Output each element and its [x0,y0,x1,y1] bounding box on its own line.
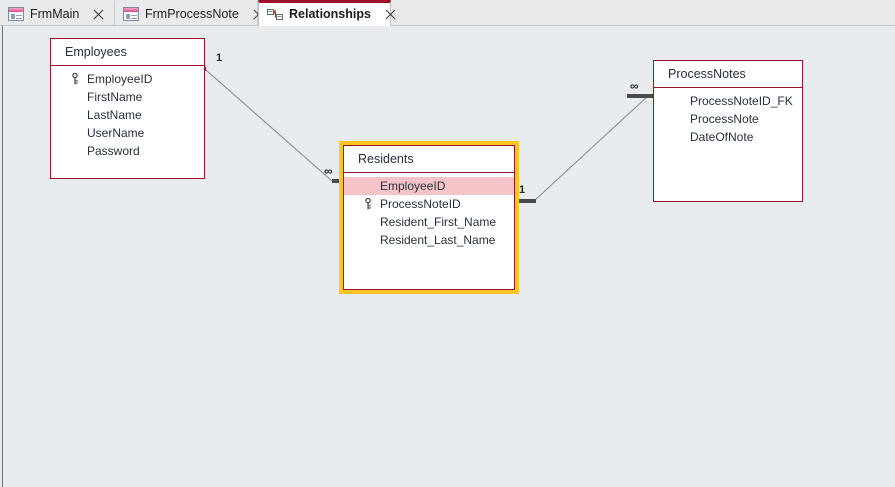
field-list: ProcessNoteID_FK ProcessNote DateOfNote [654,88,802,146]
tab-frmmain[interactable]: FrmMain [0,0,115,26]
field-row[interactable]: EmployeeID [51,70,204,88]
field-row[interactable]: ProcessNoteID_FK [654,92,802,110]
tab-label: Relationships [289,7,371,22]
field-row[interactable]: DateOfNote [654,128,802,146]
field-name: ProcessNoteID [380,196,461,211]
cardinality-many-residents: ∞ [324,164,333,178]
close-icon[interactable] [385,9,396,20]
cardinality-one-employees: 1 [216,52,223,64]
relationships-icon [267,8,283,22]
field-row[interactable]: UserName [51,124,204,142]
relationships-canvas[interactable]: 1 ∞ 1 ∞ Employees EmployeeID [0,26,895,487]
tab-label: FrmMain [30,6,80,21]
field-row[interactable]: FirstName [51,88,204,106]
field-name: ProcessNoteID_FK [690,93,793,108]
form-icon [123,7,139,21]
document-tab-bar: FrmMain FrmProcessNote Relation [0,0,895,26]
field-name: LastName [87,107,142,122]
field-name: EmployeeID [87,71,153,86]
table-box-employees[interactable]: Employees EmployeeID FirstName [50,38,205,179]
field-row[interactable]: ProcessNoteID [344,195,514,213]
tab-bar-underline [0,25,895,26]
form-icon [8,7,24,21]
field-row[interactable]: ProcessNote [654,110,802,128]
close-icon[interactable] [93,9,104,20]
table-box-residents[interactable]: Residents EmployeeID ProcessNoteID [339,141,519,294]
field-name: Resident_First_Name [380,214,497,229]
field-name: DateOfNote [690,129,754,144]
field-name: FirstName [87,89,143,104]
field-list: EmployeeID FirstName LastName UserName P… [51,66,204,160]
tab-relationships[interactable]: Relationships [258,0,391,26]
field-row[interactable]: Password [51,142,204,160]
tab-frmprocessnote[interactable]: FrmProcessNote [115,0,258,26]
table-box-processnotes[interactable]: ProcessNotes ProcessNoteID_FK ProcessNot… [653,60,803,202]
primary-key-icon [71,72,79,85]
field-row[interactable]: EmployeeID [344,176,514,195]
canvas-left-rule [2,26,3,487]
table-title: ProcessNotes [654,61,802,88]
primary-key-icon [364,197,372,210]
cardinality-one-residents: 1 [519,184,526,196]
field-name: Resident_Last_Name [380,232,496,247]
field-list: EmployeeID ProcessNoteID Resident_Fi [344,173,514,249]
table-title: Residents [344,146,514,173]
field-name: Password [87,143,140,158]
field-row[interactable]: Resident_Last_Name [344,231,514,249]
cardinality-many-processnotes: ∞ [630,79,639,93]
field-name: ProcessNote [690,111,759,126]
field-name: UserName [87,125,145,140]
table-title: Employees [51,39,204,66]
field-row[interactable]: Resident_First_Name [344,213,514,231]
tab-label: FrmProcessNote [145,6,239,21]
field-name: EmployeeID [380,178,446,193]
field-row[interactable]: LastName [51,106,204,124]
